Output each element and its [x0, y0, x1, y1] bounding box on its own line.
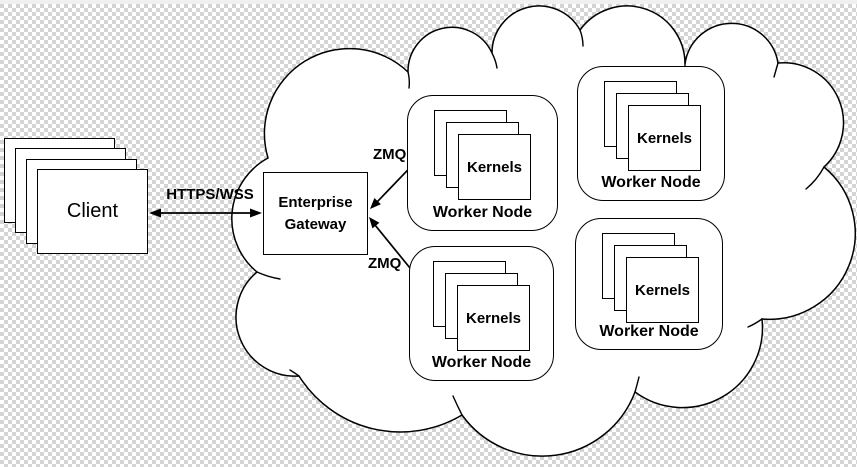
- worker-node-top-middle: Kernels Worker Node: [407, 95, 558, 231]
- gateway-label-line1: Enterprise: [278, 193, 353, 211]
- kernel-card-front: Kernels: [628, 105, 701, 171]
- worker-node-bottom-middle: Kernels Worker Node: [409, 246, 554, 381]
- gateway-label-line2: Gateway: [284, 215, 347, 233]
- worker-node-label: Worker Node: [601, 174, 701, 191]
- client-label: Client: [66, 200, 119, 222]
- kernels-label: Kernels: [634, 281, 691, 299]
- kernels-stack: Kernels: [433, 261, 530, 351]
- zmq-label-bottom: ZMQ: [368, 255, 402, 272]
- top-strip: [0, 0, 857, 4]
- https-wss-label: HTTPS/WSS: [166, 186, 254, 203]
- zmq-label-top: ZMQ: [373, 146, 407, 163]
- worker-node-top-right: Kernels Worker Node: [577, 66, 725, 201]
- worker-node-bottom-right: Kernels Worker Node: [575, 218, 723, 350]
- kernel-card-front: Kernels: [457, 285, 530, 351]
- kernels-label: Kernels: [636, 129, 693, 147]
- client-stack: Client: [4, 138, 149, 255]
- worker-node-label: Worker Node: [431, 354, 532, 371]
- worker-node-label: Worker Node: [599, 323, 699, 340]
- enterprise-gateway-box: Enterprise Gateway: [263, 172, 368, 255]
- kernel-card-front: Kernels: [626, 257, 699, 323]
- kernels-label: Kernels: [465, 309, 522, 327]
- kernel-card-front: Kernels: [458, 134, 531, 200]
- kernels-stack: Kernels: [434, 110, 531, 200]
- client-card-front: Client: [37, 169, 148, 254]
- worker-node-label: Worker Node: [432, 204, 533, 221]
- kernels-label: Kernels: [466, 158, 523, 176]
- kernels-stack: Kernels: [602, 233, 699, 323]
- kernels-stack: Kernels: [604, 81, 701, 171]
- https-wss-arrow: [149, 208, 262, 218]
